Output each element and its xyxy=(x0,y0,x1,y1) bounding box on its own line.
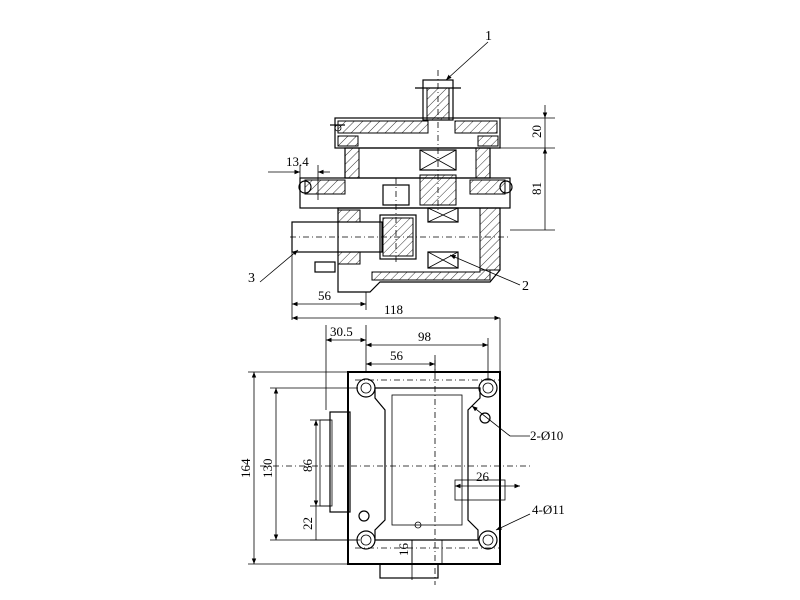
dim-16: 16 xyxy=(396,543,411,557)
housing-upper xyxy=(344,147,491,179)
dim-164: 164 xyxy=(238,458,253,478)
shaft-stub xyxy=(379,563,439,579)
dim-130: 130 xyxy=(260,459,275,479)
dim-98: 98 xyxy=(418,329,431,344)
dim-20: 20 xyxy=(529,125,544,138)
dim-56-top: 56 xyxy=(318,288,332,303)
small-hole-1 xyxy=(479,412,491,424)
part-label-3: 3 xyxy=(248,271,255,286)
small-hole-2 xyxy=(358,510,370,522)
mount-hole-tl xyxy=(356,378,376,398)
plan-view: 118 30.5 98 56 164 130 86 22 xyxy=(238,302,565,585)
dim-81: 81 xyxy=(529,182,544,195)
dim-26: 26 xyxy=(476,469,490,484)
dim-13-4: 13.4 xyxy=(286,154,309,169)
dim-86: 86 xyxy=(300,459,315,473)
callout-2-d10: 2-Ø10 xyxy=(530,428,563,443)
dim-118: 118 xyxy=(384,302,403,317)
part-label-2: 2 xyxy=(522,279,529,294)
dim-56-bottom: 56 xyxy=(390,348,404,363)
callout-4-d11: 4-Ø11 xyxy=(532,502,565,517)
dim-22: 22 xyxy=(300,517,315,530)
part-label-1: 1 xyxy=(485,29,492,44)
section-view: 1 2 3 20 81 13.4 56 xyxy=(248,29,555,310)
dim-30-5: 30.5 xyxy=(330,324,353,339)
mount-hole-tr xyxy=(478,378,498,398)
mount-hole-br xyxy=(478,530,498,550)
